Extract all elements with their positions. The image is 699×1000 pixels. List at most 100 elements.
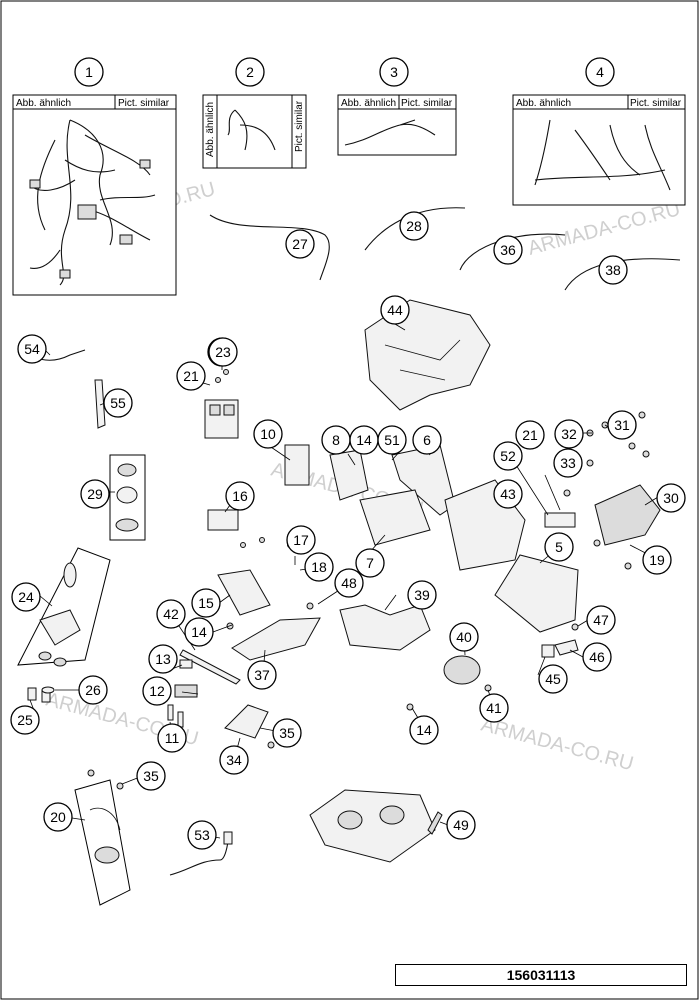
callout-label: 20 — [50, 809, 66, 825]
callout-label: 14 — [356, 432, 372, 448]
callout-14c: 14 — [409, 715, 439, 745]
callout-label: 21 — [522, 427, 538, 443]
callout-38: 38 — [598, 255, 628, 285]
callout-label: 1 — [85, 64, 93, 80]
callout-24: 24 — [11, 582, 41, 612]
similar-label-en: Pict. similar — [118, 98, 170, 109]
sub-harness-4 — [534, 119, 671, 191]
callout-7: 7 — [355, 548, 385, 578]
battery-holder — [494, 554, 579, 633]
similar-label-en: Pict. similar — [630, 98, 682, 109]
callout-29: 29 — [80, 479, 110, 509]
similar-label-de: Abb. ähnlich — [205, 102, 216, 157]
callout-15: 15 — [191, 588, 221, 618]
callout-label: 47 — [593, 612, 609, 628]
callout-label: 40 — [456, 629, 472, 645]
fuse-25 — [27, 687, 37, 701]
cable-28 — [364, 207, 466, 251]
callout-label: 53 — [194, 827, 210, 843]
callout-41: 41 — [479, 693, 509, 723]
callout-10: 10 — [253, 419, 283, 449]
callout-27: 27 — [285, 229, 315, 259]
callout-label: 2 — [246, 64, 254, 80]
callout-45: 45 — [538, 664, 568, 694]
watermark-text: ARMADA-CO.RU — [479, 714, 636, 776]
harness-box-4: Abb. ähnlich Pict. similar — [512, 94, 686, 206]
callout-label: 8 — [332, 432, 340, 448]
callout-42: 42 — [156, 599, 186, 629]
callout-label: 46 — [589, 649, 605, 665]
part-callouts: 1 2 3 4 5 6 7 8 10 11 12 13 14 14 14 15 … — [10, 57, 686, 850]
callout-label: 23 — [215, 344, 231, 360]
fasteners — [87, 369, 650, 790]
callout-label: 14 — [416, 722, 432, 738]
callout-label: 18 — [311, 559, 327, 575]
sensor-group-box — [17, 547, 111, 667]
rod-42 — [179, 649, 241, 685]
callout-14b: 14 — [184, 617, 214, 647]
callout-21b: 21 — [515, 420, 545, 450]
callout-label: 21 — [183, 368, 199, 384]
cable-27 — [209, 214, 330, 281]
main-wiring-harness — [29, 119, 156, 286]
relay-52 — [544, 512, 576, 528]
callout-39: 39 — [407, 580, 437, 610]
callout-1: 1 — [74, 57, 104, 87]
callout-label: 33 — [560, 455, 576, 471]
callout-label: 7 — [366, 555, 374, 571]
callout-49: 49 — [446, 810, 476, 840]
callout-label: 29 — [87, 486, 103, 502]
similar-label-de: Abb. ähnlich — [516, 98, 571, 109]
callout-17: 17 — [286, 525, 316, 555]
callout-35b: 35 — [136, 761, 166, 791]
sensor-34 — [224, 704, 269, 739]
callout-label: 42 — [163, 606, 179, 622]
callout-label: 25 — [17, 712, 33, 728]
callout-label: 52 — [500, 448, 516, 464]
callout-25: 25 — [10, 705, 40, 735]
callout-label: 17 — [293, 532, 309, 548]
callout-23-real: 23 — [208, 337, 238, 367]
throttle-body — [309, 789, 436, 863]
callout-19: 19 — [642, 545, 672, 575]
callout-label: 26 — [85, 682, 101, 698]
callout-label: 51 — [384, 432, 400, 448]
callout-label: 27 — [292, 236, 308, 252]
fuse-13 — [179, 659, 193, 669]
control-unit-7 — [359, 489, 431, 546]
callout-11: 11 — [157, 723, 187, 753]
callout-46: 46 — [582, 642, 612, 672]
callout-label: 15 — [198, 595, 214, 611]
callout-label: 11 — [165, 730, 180, 746]
callout-5: 5 — [544, 532, 574, 562]
callout-label: 35 — [143, 768, 159, 784]
retaining-strap — [94, 379, 106, 429]
callout-16: 16 — [225, 481, 255, 511]
diagram-number: 156031113 — [395, 964, 687, 986]
callout-label: 6 — [423, 432, 431, 448]
callout-34: 34 — [219, 745, 249, 775]
callout-label: 35 — [279, 725, 295, 741]
harness-box-2: Abb. ähnlich Pict. similar — [202, 94, 307, 169]
callout-label: 34 — [226, 752, 242, 768]
callout-label: 30 — [663, 490, 679, 506]
callout-label: 41 — [486, 700, 502, 716]
callout-label: 44 — [387, 302, 403, 318]
callout-label: 54 — [24, 341, 40, 357]
callout-43: 43 — [493, 479, 523, 509]
engine-control-unit — [594, 484, 661, 546]
callout-label: 19 — [649, 552, 665, 568]
holder-8 — [329, 449, 369, 501]
callout-51: 51 — [377, 425, 407, 455]
callout-18: 18 — [304, 552, 334, 582]
horn-box — [74, 779, 131, 906]
callout-48: 48 — [334, 568, 364, 598]
callout-2: 2 — [235, 57, 265, 87]
starter-relay — [284, 444, 310, 486]
fuse-box-12 — [174, 684, 198, 698]
callout-53: 53 — [187, 820, 217, 850]
callout-33: 33 — [553, 448, 583, 478]
callout-label: 3 — [390, 64, 398, 80]
watermark-text: ARMADA-CO.RU — [526, 198, 683, 260]
callout-label: 24 — [18, 589, 34, 605]
